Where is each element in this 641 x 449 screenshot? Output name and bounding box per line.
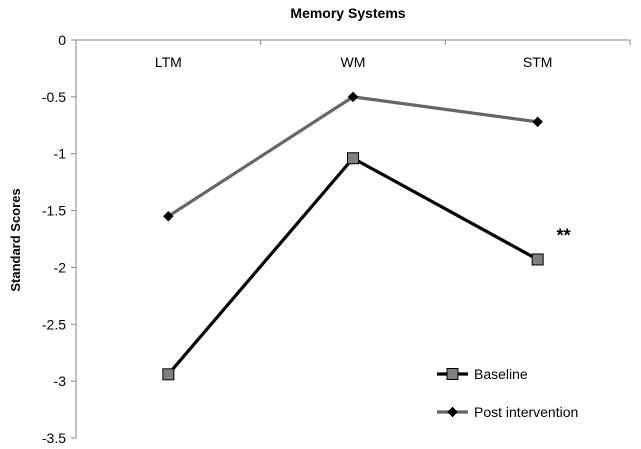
legend-label: Baseline	[474, 366, 528, 382]
y-tick-label: 0	[58, 32, 66, 48]
y-axis-label: Standard Scores	[8, 188, 23, 291]
data-point	[162, 210, 174, 222]
series-post-intervention	[162, 91, 544, 222]
chart-title: Memory Systems	[290, 5, 405, 21]
x-category-label: WM	[341, 54, 366, 70]
y-tick-label: -2	[54, 259, 67, 275]
series-line	[167, 156, 539, 376]
data-point	[347, 91, 359, 103]
x-category-label: LTM	[155, 54, 182, 70]
y-tick-label: -1.5	[42, 203, 66, 219]
data-point	[347, 152, 359, 165]
y-tick-label: -3.5	[42, 430, 66, 446]
significance-annotation: **	[557, 225, 571, 245]
y-tick-label: -3	[54, 373, 67, 389]
data-point	[162, 368, 175, 381]
legend-marker	[446, 368, 459, 380]
y-tick-label: -1	[54, 146, 67, 162]
data-point	[531, 253, 544, 266]
y-tick-label: -0.5	[42, 89, 66, 105]
data-point	[532, 116, 544, 128]
legend-label: Post intervention	[474, 404, 578, 420]
x-category-label: STM	[523, 54, 553, 70]
axes: 0 -0.5 -1 -1.5 -2 -2.5 -3 -3.5 LTM WM STM	[42, 32, 631, 446]
y-tick-label: -2.5	[42, 316, 66, 332]
series-layer	[162, 91, 544, 381]
series-baseline	[162, 152, 544, 381]
legend-marker	[447, 406, 458, 418]
annotations: **	[557, 225, 571, 245]
